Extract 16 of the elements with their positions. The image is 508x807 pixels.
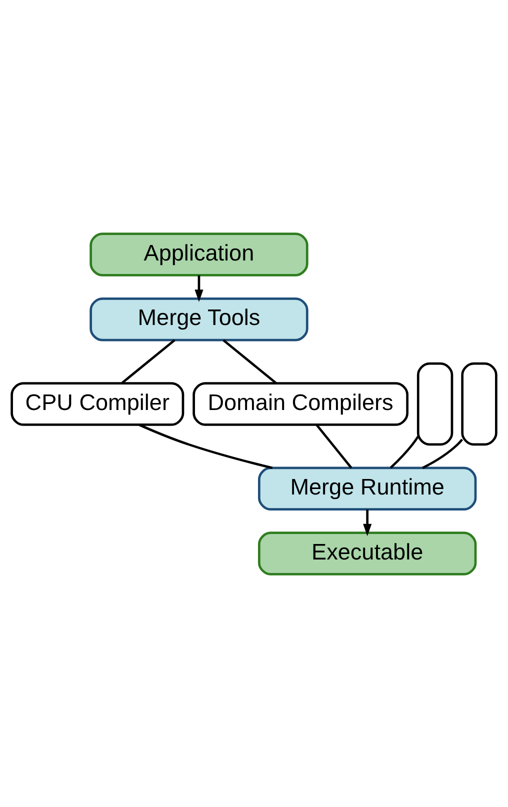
node-box: Merge Runtime [258,466,477,510]
node-box: Executable [258,531,477,575]
connector [422,438,464,468]
node-box [461,362,498,446]
node-box: CPU Compiler [10,382,184,426]
arrow [194,274,204,302]
connector [138,423,273,469]
arrow [363,509,372,536]
connector [121,338,176,384]
connector [316,424,352,468]
node-box: Domain Compilers [192,382,408,426]
connector [222,338,277,384]
node-box [416,362,454,446]
node-box: Application [90,232,308,276]
node-box: Merge Tools [90,296,308,341]
connector [390,435,420,468]
